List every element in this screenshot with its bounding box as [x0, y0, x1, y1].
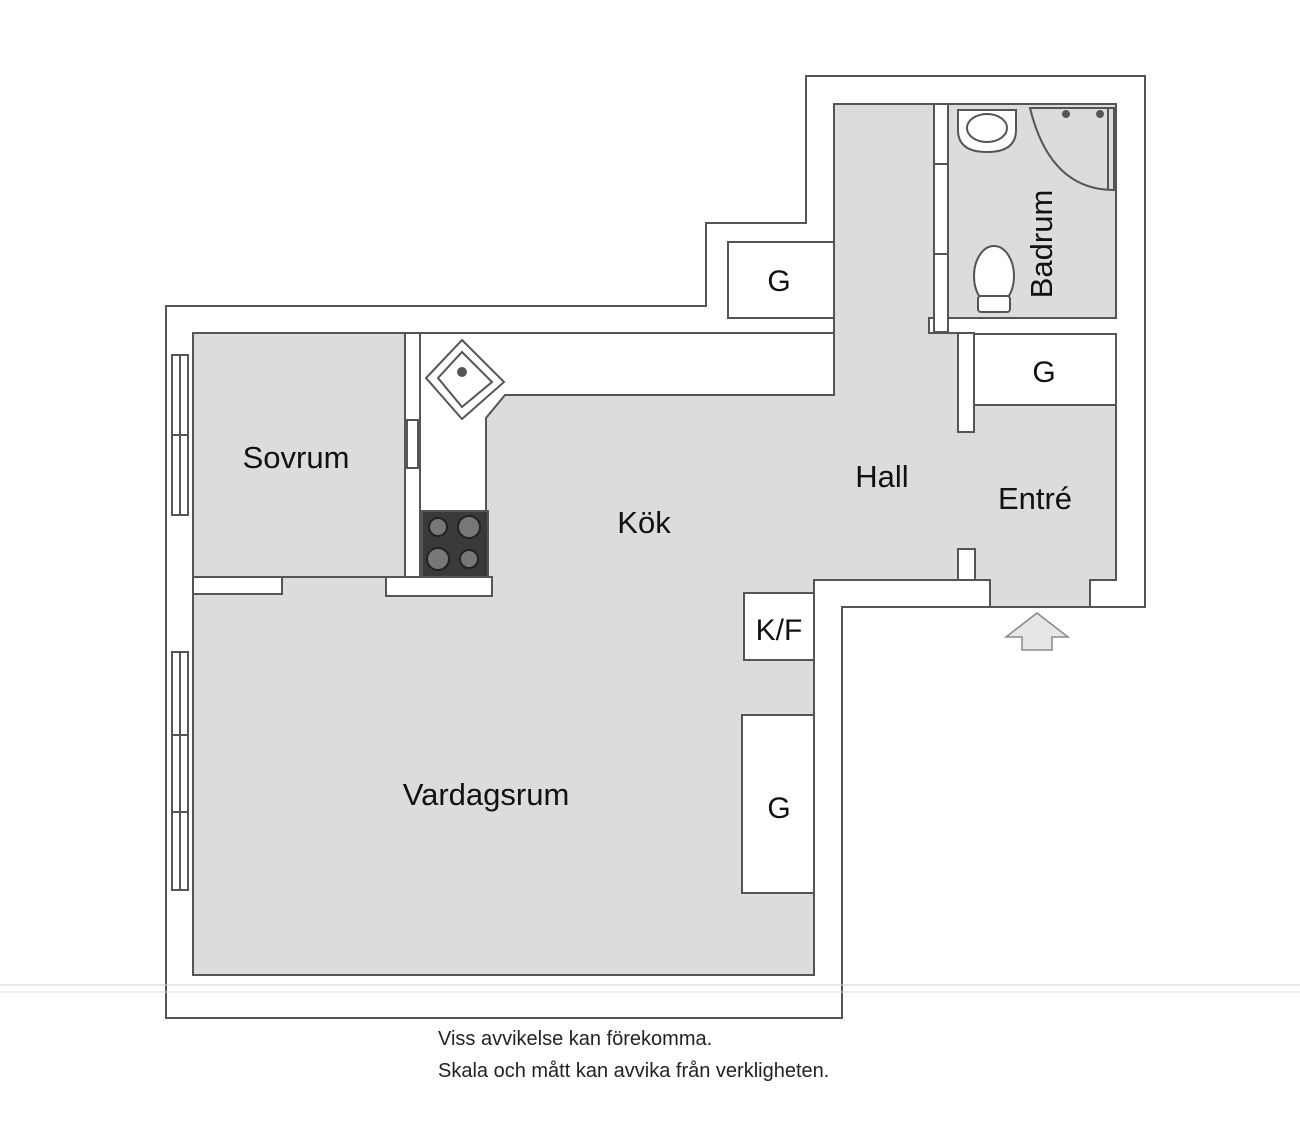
disclaimer-line-2: Skala och mått kan avvika från verklighe…	[438, 1060, 830, 1082]
wall-hall-badrum-lower	[933, 253, 949, 333]
windows	[171, 354, 419, 891]
closet-g-top	[727, 241, 835, 319]
wall-hall-entre	[957, 332, 975, 433]
wall-hall-badrum	[933, 103, 949, 165]
stove-icon	[421, 510, 489, 578]
entrance-arrow-icon	[1003, 612, 1071, 651]
wall-kitchen-stub	[385, 576, 493, 597]
kitchen-sink-icon	[424, 338, 506, 421]
shower-icon	[1028, 107, 1115, 192]
wall-entre-stub	[957, 548, 976, 581]
disclaimer-line-1: Viss avvikelse kan förekomma.	[438, 1028, 713, 1050]
label-closet-kf: K/F	[756, 614, 803, 647]
window-kok	[406, 419, 419, 469]
label-entre: Entré	[998, 481, 1072, 516]
label-closet-g-top: G	[767, 265, 790, 298]
washbasin-icon	[957, 109, 1017, 154]
label-kok: Kök	[617, 505, 671, 540]
toilet-icon	[973, 245, 1015, 313]
label-hall: Hall	[855, 459, 908, 494]
closet-g-right	[973, 333, 1117, 406]
label-vardagsrum: Vardagsrum	[403, 777, 570, 812]
closet-kf	[743, 592, 815, 661]
label-sovrum: Sovrum	[243, 440, 350, 475]
closet-g-bottom	[741, 714, 815, 894]
label-badrum: Badrum	[1024, 190, 1059, 299]
label-closet-g-right: G	[1032, 356, 1055, 389]
label-closet-g-bottom: G	[767, 792, 790, 825]
wall-sovrum-stub	[192, 576, 283, 595]
